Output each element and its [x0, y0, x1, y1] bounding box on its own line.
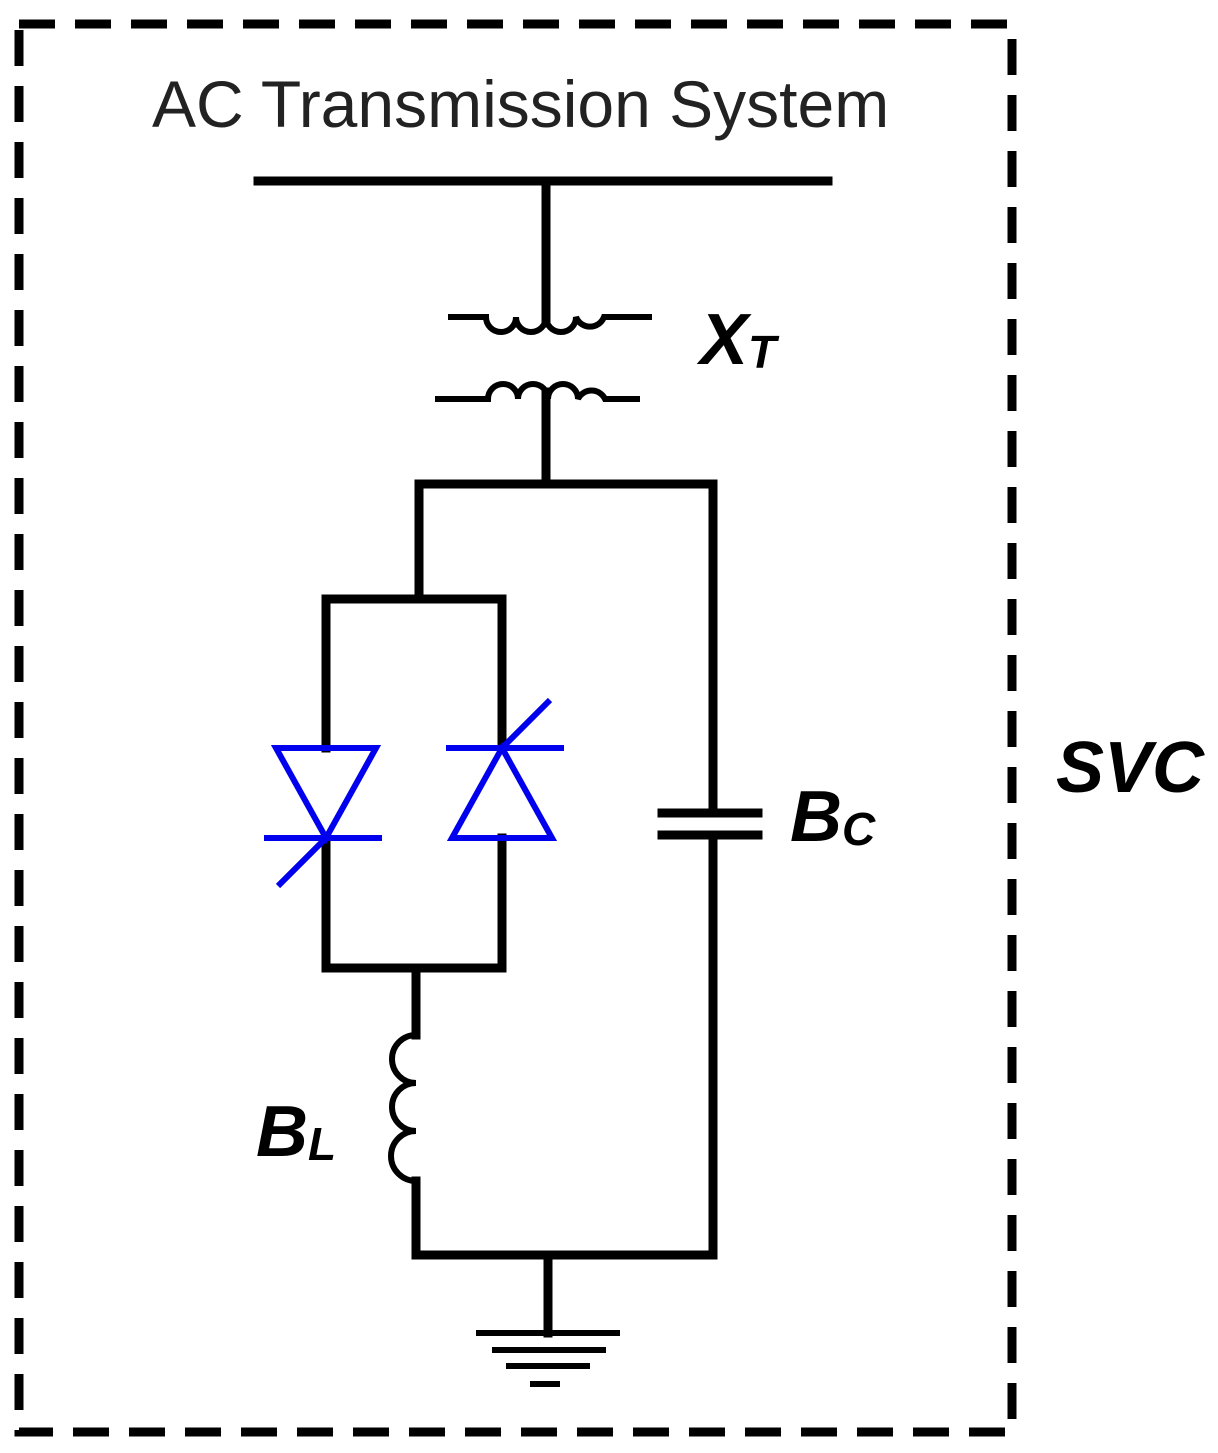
thyristor-down-body	[270, 745, 382, 845]
inductor-coil	[388, 1032, 417, 1184]
capacitor-label-symbol: B	[790, 777, 842, 857]
transformer-primary-winding	[448, 314, 652, 335]
transformer-label: XT	[696, 300, 780, 380]
thyristor-up	[446, 697, 564, 841]
transformer-label-symbol: X	[696, 300, 752, 380]
capacitor-label: BC	[790, 777, 876, 857]
ground-symbol	[476, 1330, 620, 1387]
transformer-secondary-winding	[435, 381, 640, 402]
capacitor-label-subscript: C	[842, 803, 876, 855]
thyristor-up-gate	[499, 697, 553, 751]
svc-label: SVC	[1056, 728, 1205, 808]
transformer-label-subscript: T	[748, 326, 780, 378]
inductor-label-symbol: B	[256, 1092, 308, 1172]
svc-enclosure-boundary	[14, 19, 1017, 1437]
thyristor-down	[264, 745, 382, 889]
transformer-symbol	[435, 314, 652, 402]
inductor-label-subscript: L	[308, 1118, 336, 1170]
thyristor-down-gate	[275, 835, 329, 889]
thyristor-up-body	[446, 741, 558, 841]
inductor-label: BL	[256, 1092, 336, 1172]
system-title: AC Transmission System	[152, 67, 889, 141]
